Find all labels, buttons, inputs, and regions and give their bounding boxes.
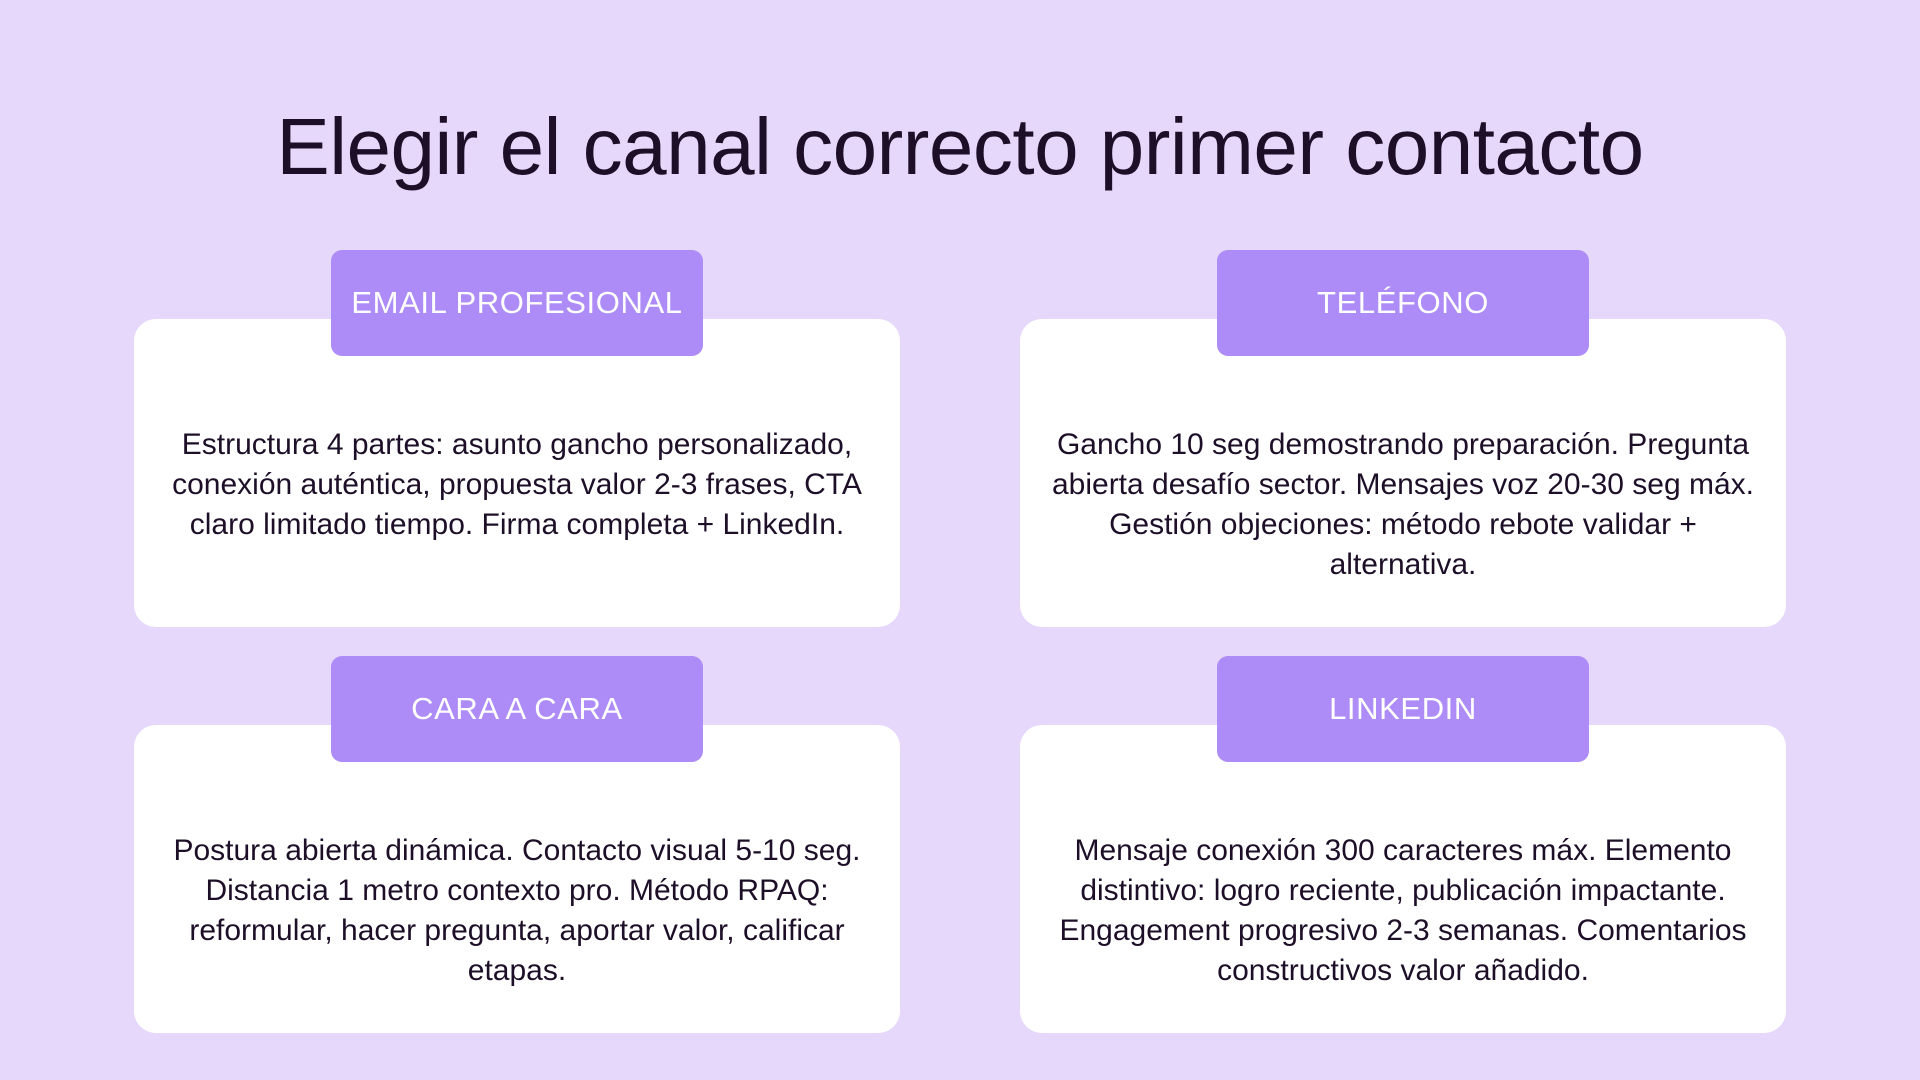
- card-body-text: Estructura 4 partes: asunto gancho perso…: [172, 428, 862, 541]
- page-title: Elegir el canal correcto primer contacto: [276, 101, 1644, 191]
- card-header-badge: TELÉFONO: [1217, 250, 1589, 356]
- card-body-text: Gancho 10 seg demostrando preparación. P…: [1051, 428, 1755, 581]
- card-body-text: Mensaje conexión 300 caracteres máx. Ele…: [1059, 834, 1747, 987]
- card-header-badge: CARA A CARA: [331, 656, 703, 762]
- card-header-badge: EMAIL PROFESIONAL: [331, 250, 703, 356]
- card-panel: [1020, 725, 1786, 1033]
- card-panel: [134, 319, 900, 627]
- card-body-text: Postura abierta dinámica. Contacto visua…: [173, 834, 861, 987]
- card-panel: [1020, 319, 1786, 627]
- card-header-badge: LINKEDIN: [1217, 656, 1589, 762]
- card-panel: [134, 725, 900, 1033]
